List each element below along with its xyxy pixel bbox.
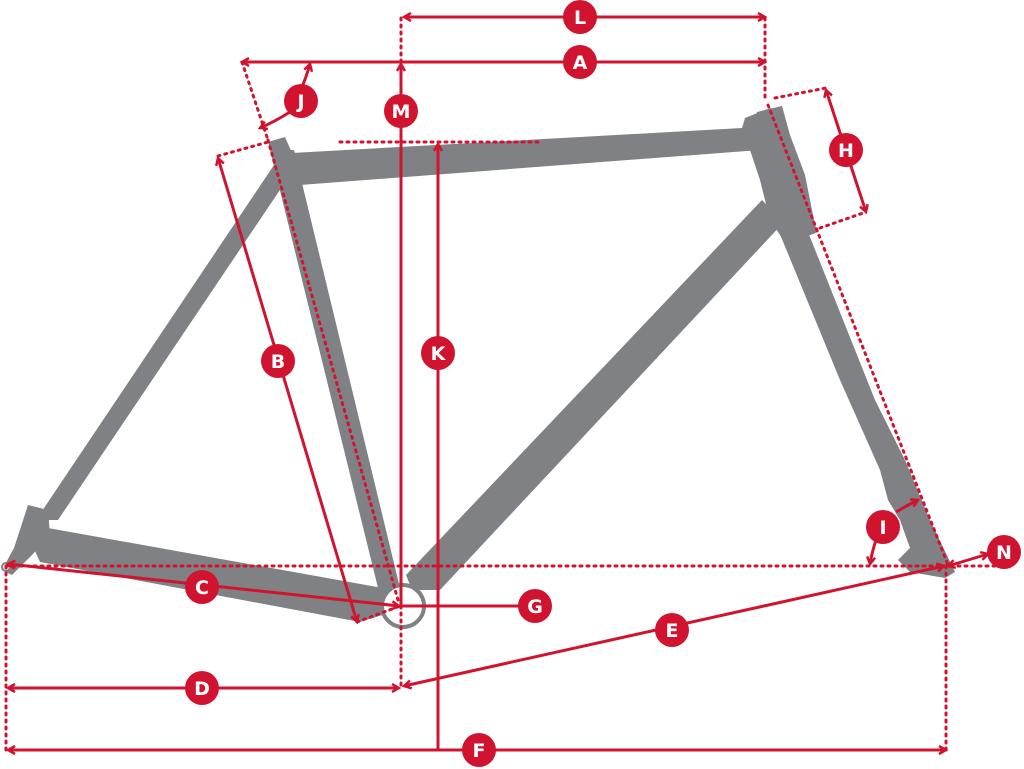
svg-text:G: G <box>527 596 543 618</box>
badge-n: N <box>987 535 1021 569</box>
badge-c: C <box>185 570 219 604</box>
svg-text:A: A <box>573 52 588 74</box>
badge-k: K <box>421 336 455 370</box>
badge-d: D <box>185 671 219 705</box>
top-tube <box>268 108 786 185</box>
svg-text:D: D <box>194 678 210 700</box>
svg-text:N: N <box>996 542 1012 564</box>
svg-text:J: J <box>295 91 304 113</box>
svg-text:I: I <box>879 517 886 539</box>
svg-text:B: B <box>271 351 285 373</box>
down-tube <box>406 200 784 590</box>
rear-dropout <box>2 505 50 575</box>
badge-b: B <box>261 344 295 378</box>
badge-l: L <box>563 0 597 34</box>
measurement-lines <box>8 17 988 750</box>
badge-i: I <box>866 510 900 544</box>
badge-a: A <box>563 45 597 79</box>
svg-text:F: F <box>473 740 486 762</box>
badge-m: M <box>384 94 418 128</box>
svg-text:C: C <box>195 577 209 599</box>
svg-text:M: M <box>392 101 411 123</box>
svg-text:E: E <box>666 620 679 642</box>
svg-text:K: K <box>431 343 447 365</box>
badge-h: H <box>829 133 863 167</box>
badge-g: G <box>518 589 552 623</box>
badge-e: E <box>655 613 689 647</box>
svg-text:H: H <box>838 140 854 162</box>
fork <box>770 210 955 578</box>
badge-f: F <box>462 733 496 767</box>
badge-j: J <box>284 84 318 118</box>
svg-text:L: L <box>574 7 586 29</box>
seat-stay <box>36 165 290 520</box>
bicycle-frame <box>1 106 955 629</box>
